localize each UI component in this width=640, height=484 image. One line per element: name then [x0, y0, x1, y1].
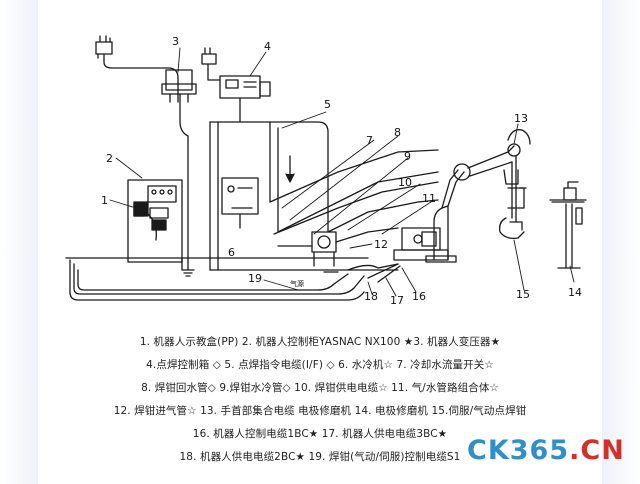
- callout-18: 18: [364, 290, 378, 303]
- legend-row: 12. 焊钳进气管☆ 13. 手首部集合电缆 电极修磨机 14. 电极修磨机 1…: [113, 405, 527, 417]
- legend-row: 18. 机器人供电电缆2BC★ 19. 焊钳(气动/伺服)控制电缆S1: [179, 451, 461, 463]
- power-source-icon: [201, 47, 221, 81]
- legend-row: 1. 机器人示教盒(PP) 2. 机器人控制柜YASNAC NX100 ★3. …: [139, 336, 501, 348]
- callout-13: 13: [514, 112, 528, 125]
- callout-5: 5: [324, 98, 331, 111]
- cabinet-frame: [209, 121, 329, 271]
- callout-16: 16: [412, 290, 426, 303]
- electrode-tip-dresser-stand: [549, 181, 587, 269]
- callout-1: 1: [101, 194, 108, 207]
- floor-cables: [65, 257, 401, 301]
- ground-icon: [181, 261, 195, 277]
- watermark-part: .CN: [569, 435, 625, 466]
- flow-switch: [311, 231, 337, 267]
- callout-11: 11: [422, 192, 436, 205]
- callout-leaders: [109, 47, 575, 297]
- legend-row: 16. 机器人控制电缆1BC★ 17. 机器人供电电缆3BC★: [192, 428, 448, 440]
- legend-row: 8. 焊钳回水管◇ 9.焊钳水冷管◇ 10. 焊钳供电电缆☆ 11. 气/水管路…: [141, 382, 499, 394]
- hose-label: 气源: [290, 279, 304, 288]
- spot-weld-control-box: [219, 75, 271, 123]
- site-watermark: CK365.CN: [467, 434, 627, 468]
- callout-8: 8: [394, 126, 401, 139]
- callout-numbers: 1 2 3 4 5 6 7 8 9 10 11 12 13 14 15 16 1…: [101, 35, 582, 307]
- callout-19: 19: [248, 272, 262, 285]
- callout-7: 7: [366, 134, 373, 147]
- watermark-part: CK: [467, 435, 510, 466]
- callout-6: 6: [228, 246, 235, 259]
- callout-4: 4: [264, 40, 271, 53]
- power-source-icon: [95, 35, 179, 103]
- electrode-dresser: [393, 227, 449, 261]
- teach-pendant: [133, 201, 157, 241]
- callout-12: 12: [374, 238, 388, 251]
- callout-17: 17: [390, 294, 404, 307]
- robot-transformer: [161, 69, 197, 263]
- callout-9: 9: [404, 150, 411, 163]
- cable-bundle: [269, 149, 439, 247]
- welding-system-diagram: 1 2 3 4 5 6 7 8 9 10 11 12 13 14 15 16 1…: [65, 35, 587, 307]
- flow-arrows: [285, 155, 339, 273]
- callout-2: 2: [106, 152, 113, 165]
- watermark-part: 365: [509, 435, 570, 466]
- callout-14: 14: [568, 286, 582, 299]
- callout-15: 15: [516, 288, 530, 301]
- robot-controller-cabinet: [127, 179, 183, 263]
- water-cooler: [221, 177, 259, 229]
- callout-10: 10: [398, 176, 412, 189]
- page-margin-left: [0, 0, 38, 484]
- spot-welding-robot: [425, 129, 531, 263]
- page-margin-right: [602, 0, 640, 484]
- legend-row: 4.点焊控制箱 ◇ 5. 点焊指令电缆(I/F) ◇ 6. 水冷机☆ 7. 冷却…: [146, 359, 494, 371]
- callout-3: 3: [172, 35, 179, 48]
